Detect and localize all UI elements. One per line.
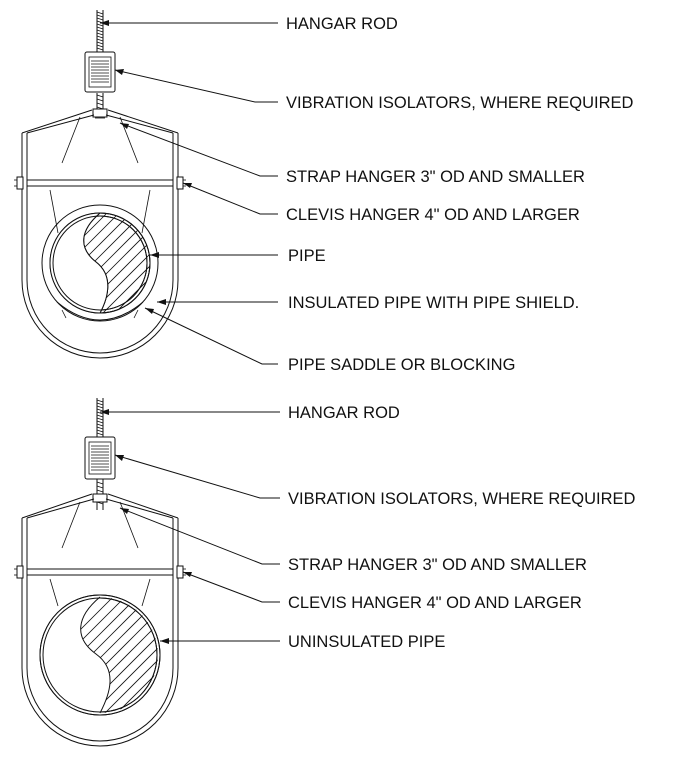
insulation-outer <box>41 204 159 322</box>
leader-lines <box>100 409 280 644</box>
label-hangar-rod: HANGAR ROD <box>286 15 398 33</box>
label-clevis-hanger: CLEVIS HANGER 4" OD AND LARGER <box>288 594 582 612</box>
clevis-hanger <box>14 493 186 747</box>
hanger-nut <box>92 493 108 503</box>
label-insulated-pipe: INSULATED PIPE WITH PIPE SHIELD. <box>288 294 579 312</box>
hangar-rod <box>96 398 104 510</box>
uninsulated-pipe-hanger-detail: HANGAR ROD VIBRATION ISOLATORS, WHERE RE… <box>14 398 636 747</box>
label-hangar-rod: HANGAR ROD <box>288 404 400 422</box>
label-pipe-saddle: PIPE SADDLE OR BLOCKING <box>288 356 515 374</box>
label-vibration-isolators: VIBRATION ISOLATORS, WHERE REQUIRED <box>288 490 636 508</box>
label-strap-hanger: STRAP HANGER 3" OD AND SMALLER <box>288 556 587 574</box>
vibration-isolator <box>84 51 116 93</box>
label-vibration-isolators: VIBRATION ISOLATORS, WHERE REQUIRED <box>286 94 634 112</box>
label-strap-hanger: STRAP HANGER 3" OD AND SMALLER <box>286 168 585 186</box>
label-pipe: PIPE <box>288 247 326 265</box>
label-clevis-hanger: CLEVIS HANGER 4" OD AND LARGER <box>286 206 580 224</box>
leader-lines <box>100 20 278 365</box>
pipe-saddle <box>56 301 144 321</box>
vibration-isolator <box>84 436 116 480</box>
insulated-pipe-hanger-detail: HANGAR ROD VIBRATION ISOLATORS, WHERE RE… <box>14 10 634 374</box>
label-uninsulated-pipe: UNINSULATED PIPE <box>288 633 445 651</box>
hanger-nut <box>92 108 108 118</box>
hangar-rod <box>96 10 104 113</box>
